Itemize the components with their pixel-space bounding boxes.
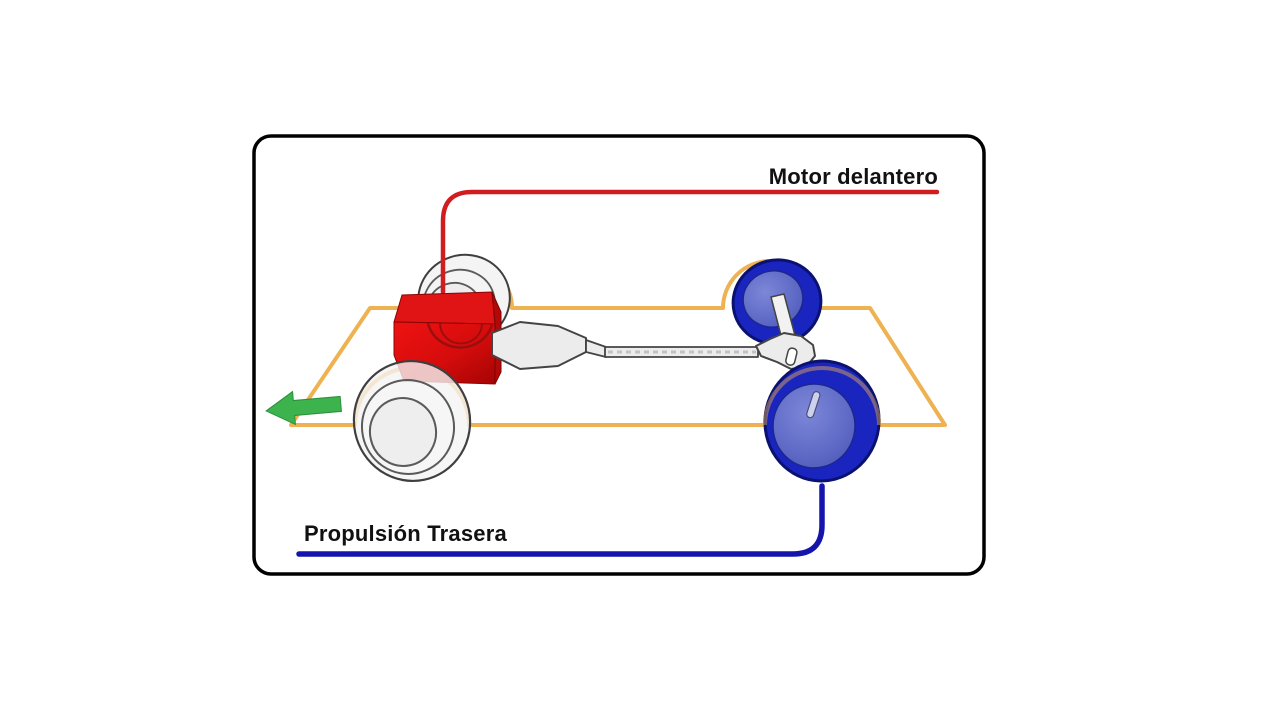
rear-wheel-bottom-hub — [772, 383, 856, 469]
direction-arrow — [265, 390, 342, 426]
front-wheel-bottom-hub — [368, 397, 438, 467]
front-wheel-bottom — [352, 359, 472, 483]
rear-wheel-bottom — [763, 359, 881, 483]
front-wheel-bottom-rim — [360, 379, 456, 475]
drive-flow-line — [296, 483, 825, 557]
rear-arch-overlay — [763, 366, 881, 426]
engine-flow-line — [440, 189, 940, 295]
engine-block — [393, 291, 502, 385]
label-front-engine: Motor delantero — [769, 164, 938, 189]
rear-axle-stub — [806, 391, 821, 419]
engine-cylinder-arc-outer — [426, 322, 494, 349]
differential-joint-slot — [785, 347, 798, 366]
differential — [755, 332, 816, 370]
label-rear-drive: Propulsión Trasera — [304, 521, 507, 546]
driveshaft-assembly — [491, 293, 816, 370]
engine-cylinder-arc-inner — [438, 322, 483, 345]
engine-top-face — [393, 291, 496, 325]
